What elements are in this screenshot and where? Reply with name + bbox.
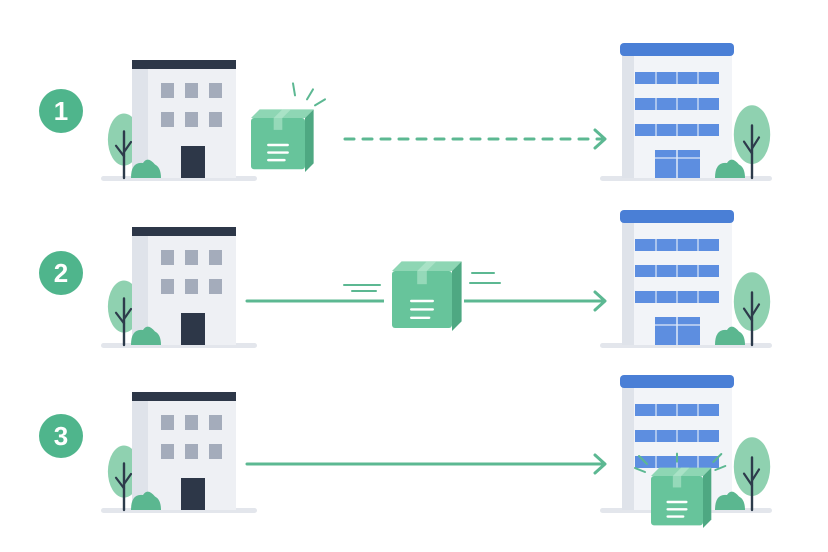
office-roof bbox=[620, 43, 734, 56]
building-window bbox=[209, 415, 222, 430]
arrow-head bbox=[593, 128, 607, 150]
arrow-icon bbox=[343, 128, 607, 150]
bush-icon bbox=[131, 491, 161, 510]
sender-building-icon bbox=[101, 60, 257, 181]
building-window bbox=[161, 112, 174, 127]
building-roof bbox=[132, 60, 236, 69]
package-box-icon bbox=[251, 82, 326, 172]
building-door bbox=[181, 313, 205, 345]
building-window bbox=[185, 444, 198, 459]
office-roof bbox=[620, 375, 734, 388]
building-window bbox=[185, 279, 198, 294]
building-window bbox=[161, 83, 174, 98]
step-number-badge: 2 bbox=[39, 251, 83, 295]
building-door bbox=[181, 478, 205, 510]
tree-icon bbox=[733, 105, 771, 180]
building-window bbox=[185, 112, 198, 127]
sender-building-icon bbox=[101, 392, 257, 513]
bush-icon bbox=[715, 491, 745, 510]
bush-icon bbox=[131, 159, 161, 178]
step-number: 2 bbox=[54, 258, 68, 288]
building-window bbox=[161, 415, 174, 430]
bush-icon bbox=[715, 326, 745, 345]
building-window bbox=[161, 250, 174, 265]
tree-icon bbox=[733, 272, 771, 347]
building-window bbox=[185, 250, 198, 265]
building-roof bbox=[132, 392, 236, 401]
arrow-head bbox=[593, 453, 607, 475]
step-row: 2 bbox=[39, 210, 772, 348]
tree-icon bbox=[733, 437, 771, 512]
building-window bbox=[185, 83, 198, 98]
building-window bbox=[209, 112, 222, 127]
building-window bbox=[161, 279, 174, 294]
building-door bbox=[181, 146, 205, 178]
office-roof bbox=[620, 210, 734, 223]
sender-building-icon bbox=[101, 227, 257, 348]
step-number: 1 bbox=[54, 96, 68, 126]
step-number: 3 bbox=[54, 421, 68, 451]
step-row: 3 bbox=[39, 375, 772, 528]
step-row: 1 bbox=[39, 43, 772, 181]
package-box-icon bbox=[392, 261, 462, 331]
step-number-badge: 3 bbox=[39, 414, 83, 458]
arrow-icon bbox=[245, 453, 607, 475]
package-box-icon bbox=[634, 452, 727, 528]
building-window bbox=[185, 415, 198, 430]
arrow-head bbox=[593, 290, 607, 312]
building-window bbox=[209, 83, 222, 98]
receiver-office-icon bbox=[600, 210, 772, 348]
receiver-office-icon bbox=[600, 43, 772, 181]
bush-icon bbox=[715, 159, 745, 178]
receiver-office-icon bbox=[600, 375, 772, 513]
step-number-badge: 1 bbox=[39, 89, 83, 133]
building-window bbox=[209, 444, 222, 459]
building-window bbox=[209, 279, 222, 294]
building-window bbox=[161, 444, 174, 459]
building-window bbox=[209, 250, 222, 265]
bush-icon bbox=[131, 326, 161, 345]
building-roof bbox=[132, 227, 236, 236]
